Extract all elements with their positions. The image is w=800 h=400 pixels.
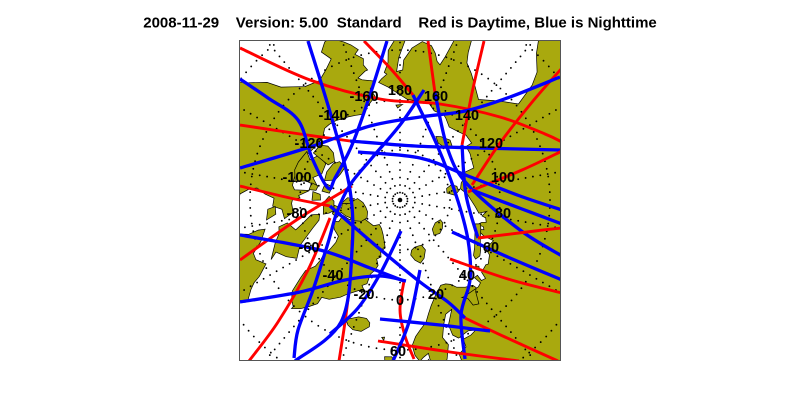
svg-text:80: 80 <box>495 206 511 222</box>
svg-text:-40: -40 <box>323 268 344 284</box>
svg-text:-20: -20 <box>354 287 375 303</box>
svg-text:-100: -100 <box>282 170 311 186</box>
svg-text:-60: -60 <box>299 240 320 256</box>
svg-text:40: 40 <box>459 268 475 284</box>
svg-text:160: 160 <box>424 89 448 105</box>
svg-text:100: 100 <box>491 170 515 186</box>
svg-text:20: 20 <box>428 287 444 303</box>
svg-text:-140: -140 <box>318 108 347 124</box>
svg-text:60: 60 <box>390 344 406 360</box>
svg-text:-160: -160 <box>349 89 378 105</box>
svg-text:0: 0 <box>396 293 404 309</box>
svg-text:2008-11-29 Version: 5.00 S: 2008-11-29 Version: 5.00 Standard Red is… <box>143 15 657 32</box>
svg-text:60: 60 <box>483 240 499 256</box>
svg-text:120: 120 <box>479 136 503 152</box>
svg-text:180: 180 <box>388 83 412 99</box>
svg-text:140: 140 <box>455 108 479 124</box>
svg-text:-80: -80 <box>287 206 308 222</box>
svg-text:-120: -120 <box>294 136 323 152</box>
